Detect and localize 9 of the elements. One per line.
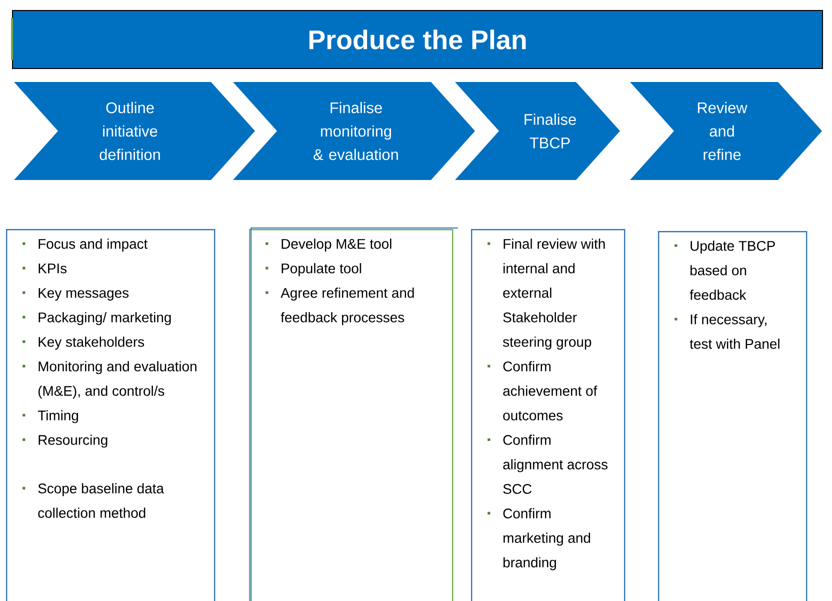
bullet-list-box: Final review with internal and external Stakeholder steering group Confirm achievement of outcomes Confirm alignment across SCC Confirm marketing and branding <box>471 229 626 601</box>
bullet-list-box: Develop M&E tool Populate tool Agree refinement and feedback processes <box>249 228 458 601</box>
bullet-list-box: Update TBCP based on feedback If necessary, test with Panel <box>658 231 808 601</box>
chevron-step: Review and refine <box>630 82 822 180</box>
chevron-step: Finalise monitoring & evaluation <box>233 82 475 180</box>
bullet-list-box: Focus and impact KPIs Key messages Packaging/ marketing Key stakeholders Monitoring and evaluation (M&E), and control/s Timing Resourcing Scope baseline data collection method <box>6 229 216 601</box>
chevron-step: Outline initiative definition <box>14 82 255 180</box>
chevron-step: Finalise TBCP <box>455 82 620 180</box>
title-banner: Produce the Plan <box>12 10 823 69</box>
